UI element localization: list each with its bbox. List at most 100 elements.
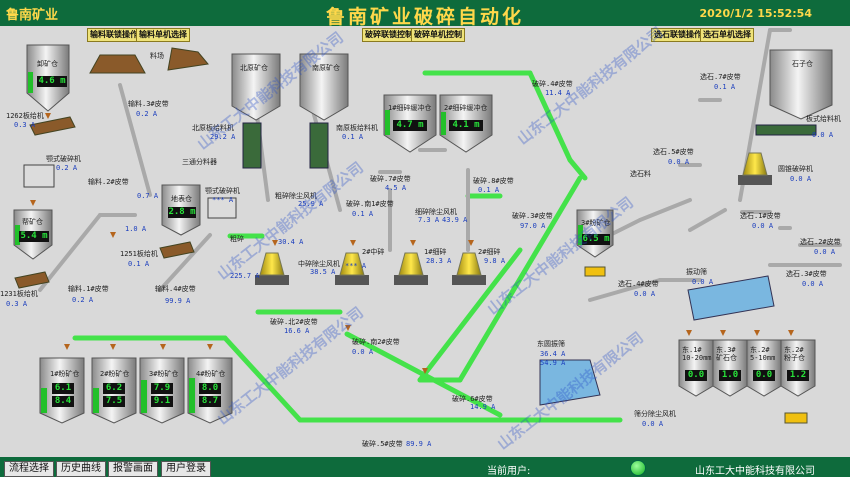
sel7-value: 0.1 A xyxy=(714,83,736,91)
select-interlock-button[interactable]: 选石联锁操作 xyxy=(651,28,705,42)
buffer2-label: 2#细碎缓冲仓 xyxy=(444,104,488,112)
app-logo: 鲁南矿业 xyxy=(6,8,59,23)
round-cone-value: 0.0 A xyxy=(790,175,812,183)
datetime: 2020/1/2 15:52:54 xyxy=(699,7,812,20)
flow-arrow xyxy=(686,330,692,336)
coarse-crusher-label: 粗碎 xyxy=(230,235,244,243)
flow-arrow xyxy=(468,240,474,246)
feed-single-button[interactable]: 输料单机选择 xyxy=(136,28,190,42)
flow-arrow xyxy=(422,368,428,374)
ground-bin-level: 2.8 m xyxy=(168,207,196,218)
crush-7-label: 破碎.7#皮带 xyxy=(370,175,411,183)
help-bin-level: 5.4 m xyxy=(19,231,49,242)
sel5-value: 0.0 A xyxy=(668,158,690,166)
help-bin-label: 帮矿仓 xyxy=(22,218,43,226)
powder-bin-3-label: 3#粉矿仓 xyxy=(149,370,179,378)
belt3-value: 0.2 A xyxy=(136,110,158,118)
powder-bin-2-label: 2#粉矿仓 xyxy=(100,370,130,378)
sel4-label: 选石.4#皮带 xyxy=(618,280,659,288)
crush-s1-label: 破碎.南1#皮带 xyxy=(346,200,394,208)
alarm-screen-button[interactable]: 报警画面 xyxy=(108,461,158,477)
round-cone-label: 圆锥破碎机 xyxy=(778,165,813,173)
north-bin-label: 北原矿仓 xyxy=(240,64,268,72)
powder3-level: 6.5 m xyxy=(582,234,610,245)
stone-bin-2-label: 东.3# 矿石仓 xyxy=(716,346,737,362)
sel2-value: 0.0 A xyxy=(814,248,836,256)
user-login-button[interactable]: 用户登录 xyxy=(161,461,211,477)
feed-yard-label: 料场 xyxy=(150,52,164,60)
unload-bin-label: 卸矿仓 xyxy=(37,60,58,68)
east-screen-value: 36.4 A xyxy=(540,350,566,358)
powder-bin-4-v2: 8.7 xyxy=(199,396,221,407)
stone-bin-label: 石子仓 xyxy=(792,60,813,68)
unload-bin-level: 4.6 m xyxy=(37,76,67,87)
flow-arrow xyxy=(788,330,794,336)
crush-single-button[interactable]: 破碎单机控制 xyxy=(411,28,465,42)
crush-n2-label: 破碎.北2#皮带 xyxy=(270,318,318,326)
sel1-label: 选石.1#皮带 xyxy=(740,212,781,220)
powder-bin-3-v2: 9.1 xyxy=(151,396,173,407)
sel2-label: 选石.2#皮带 xyxy=(800,238,841,246)
north-feeder-label: 北原板给料机 xyxy=(192,124,234,132)
coarse-dust-value: 25.9 A xyxy=(298,200,324,208)
screen-dust-label: 筛分除尘风机 xyxy=(634,410,676,418)
company-name: 山东工大中能科技有限公司 xyxy=(695,466,815,477)
history-curve-button[interactable]: 历史曲线 xyxy=(56,461,106,477)
jaw2-value: *** A xyxy=(212,196,234,204)
north-feeder-value: 29.2 A xyxy=(210,133,236,141)
plate1251-value: 0.1 A xyxy=(128,260,150,268)
plate1262-label: 1262板给机 xyxy=(6,112,44,120)
crush-s2-label: 破碎.南2#皮带 xyxy=(352,338,400,346)
crush-4-label: 破碎.4#皮带 xyxy=(532,80,573,88)
stone-bin-1-value: 0.0 xyxy=(685,370,707,381)
plate1262-value: 0.3 A xyxy=(14,121,36,129)
select-single-button[interactable]: 选石单机选择 xyxy=(700,28,754,42)
crush-n2-value: 16.6 A xyxy=(284,327,310,335)
jaw-value: 0.2 A xyxy=(56,164,78,172)
status-indicator-icon xyxy=(630,460,646,476)
splitter-label: 三通分料器 xyxy=(182,158,217,166)
flow-arrow xyxy=(410,240,416,246)
crush-6-label: 破碎.6#皮带 xyxy=(452,395,493,403)
jaw2-label: 颚式破碎机 xyxy=(205,187,240,195)
vib-screen-label: 振动筛 xyxy=(686,268,707,276)
powder-bin-2-v1: 6.2 xyxy=(103,383,125,394)
crushers xyxy=(255,152,772,285)
stone-bin-4-label: 东.2# 粉子仓 xyxy=(784,346,805,362)
belt3-label: 输料.3#皮带 xyxy=(128,100,169,108)
powder-bin-1-v2: 8.4 xyxy=(52,396,74,407)
sel1-value: 0.0 A xyxy=(752,222,774,230)
powder3-label: 3#粉矿仓 xyxy=(581,219,611,227)
sel4-value: 0.0 A xyxy=(634,290,656,298)
powder-bin-3-v1: 7.9 xyxy=(151,383,173,394)
flow-arrow xyxy=(160,344,166,350)
plate1231-label: 1231板给机 xyxy=(0,290,38,298)
coarse-dust-label: 粗碎除尘风机 xyxy=(275,192,317,200)
flow-arrow xyxy=(45,113,51,119)
flow-select-button[interactable]: 流程选择 xyxy=(4,461,54,477)
flow-arrow xyxy=(110,232,116,238)
fine-dust-value: 7.3 A xyxy=(418,216,440,224)
stone-bin-3-value: 0.0 xyxy=(753,370,775,381)
flow-arrow xyxy=(345,325,351,331)
powder-bin-4-v1: 8.0 xyxy=(199,383,221,394)
crush-6-value: 14.9 A xyxy=(470,403,496,411)
stone-bin-2-value: 1.0 xyxy=(719,370,741,381)
crush-interlock-button[interactable]: 破碎联锁控制 xyxy=(362,28,416,42)
powder-bin-1-v1: 6.1 xyxy=(52,383,74,394)
flow-arrow xyxy=(350,240,356,246)
belt-v1-value: 1.0 A xyxy=(125,225,147,233)
flow-arrow xyxy=(110,344,116,350)
current-user-label: 当前用户: xyxy=(487,466,531,477)
stone-bin-1-label: 东.1# 10-20mm xyxy=(682,346,712,362)
crush-7-value: 4.5 A xyxy=(385,184,407,192)
east-screen-value2: 54.9 A xyxy=(540,359,566,367)
belt-feed4-value: 99.9 A xyxy=(165,297,191,305)
fine2-value: 9.8 A xyxy=(484,257,506,265)
south-feeder-value: 0.1 A xyxy=(342,133,364,141)
coarse-crusher-value: 30.4 A xyxy=(278,238,304,246)
plate1231-value: 0.3 A xyxy=(6,300,28,308)
crush-8-label: 破碎.8#皮带 xyxy=(473,177,514,185)
powder-bin-2-v2: 7.5 xyxy=(103,396,125,407)
flow-arrow xyxy=(754,330,760,336)
